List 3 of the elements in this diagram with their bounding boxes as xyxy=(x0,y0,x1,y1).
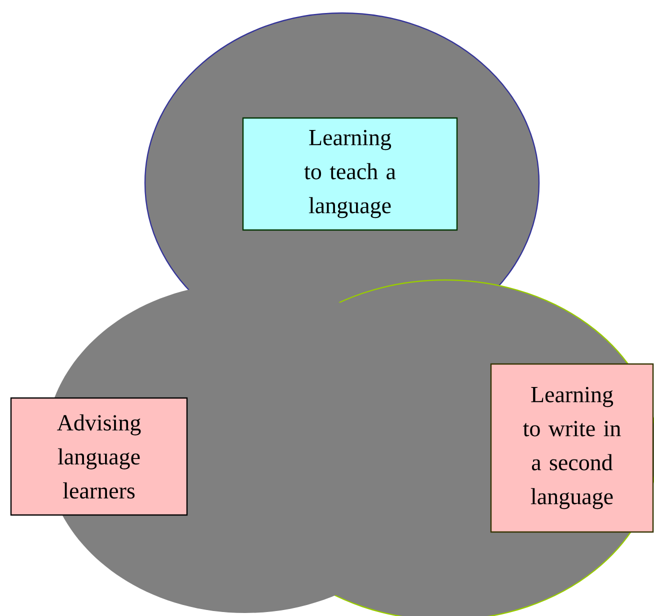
text-box: Learning to write in a second language xyxy=(490,363,654,533)
text-box: Advising language learners xyxy=(10,397,188,516)
text-box: Learning to teach a language xyxy=(242,117,458,231)
